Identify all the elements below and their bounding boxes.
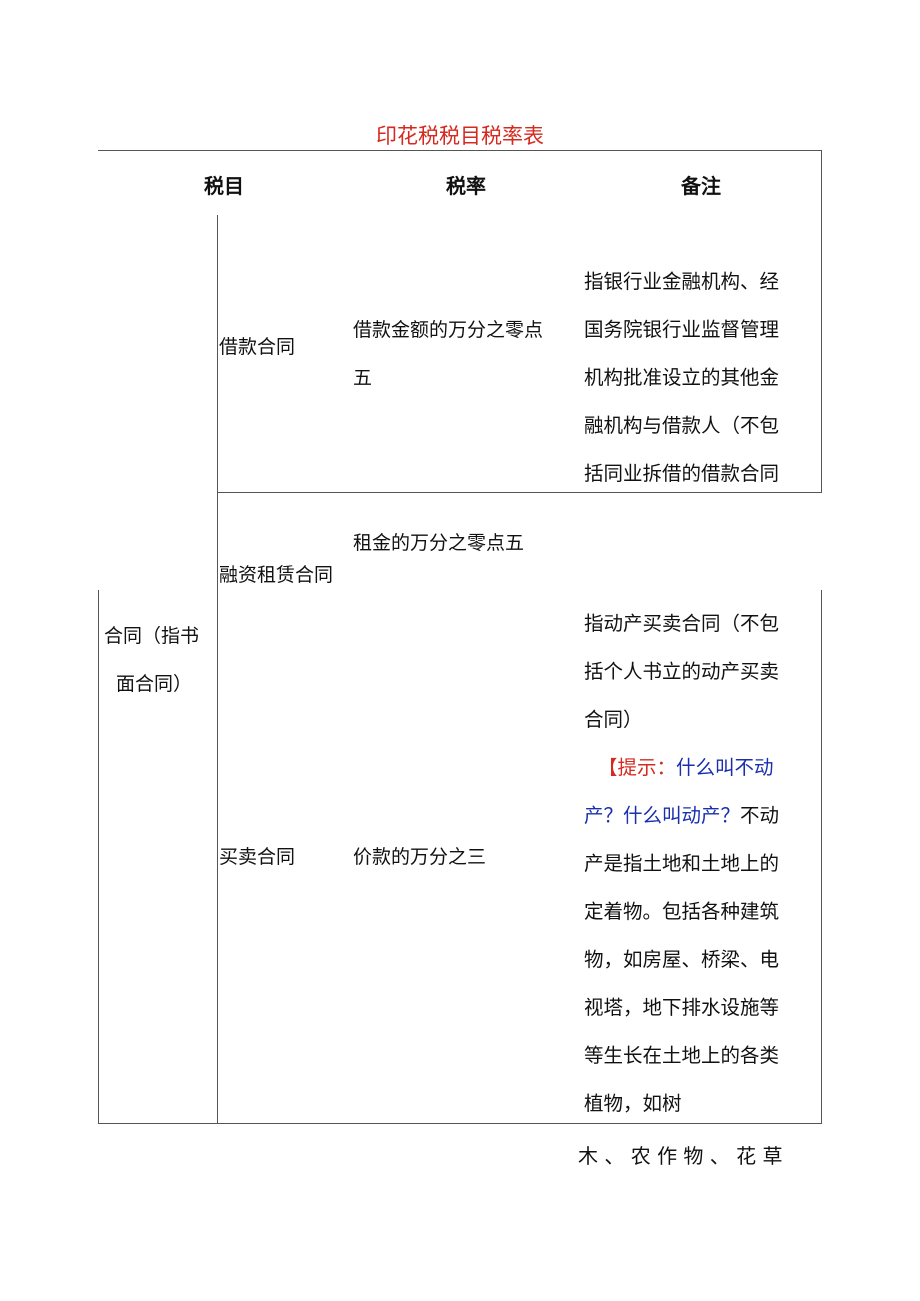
table-right-rule-top: [821, 150, 822, 493]
tip-line-2: 产？什么叫动产？不动: [584, 792, 814, 840]
overflow-remark-line: 木 、 农 作 物 、 花 草: [578, 1144, 783, 1168]
tip-label: 提示：: [617, 756, 677, 779]
header-tax-item: 税目: [204, 174, 244, 198]
remark-line: 合同）: [584, 708, 643, 731]
remark-line: 物，如房屋、桥梁、电: [584, 948, 780, 971]
tip-question-1: 什么叫不动: [676, 756, 774, 779]
remark-line: 括个人书立的动产买卖: [584, 660, 780, 683]
remark-line: 机构批准设立的其他金: [584, 366, 780, 389]
remark-line: 指银行业金融机构、经: [584, 270, 780, 293]
row-loan-rate-line-2: 五: [353, 367, 373, 389]
row1-bottom-rule: [217, 492, 822, 493]
table-top-rule: [98, 150, 822, 151]
item-column-rule: [217, 215, 218, 1124]
tip-question-2: 产？什么叫动产？: [584, 804, 741, 827]
category-line-2: 面合同）: [116, 673, 193, 695]
table-left-rule: [98, 590, 99, 1124]
row-leasing-rate: 租金的万分之零点五: [353, 532, 525, 554]
row-leasing-item: 融资租赁合同: [219, 564, 334, 586]
remark-line: 植物，如树: [584, 1092, 682, 1115]
header-remarks: 备注: [681, 174, 721, 198]
remark-line: 括同业拆借的借款合同: [584, 462, 780, 485]
tip-line-1: 【提示：什么叫不动: [584, 744, 814, 792]
remark-line: 融机构与借款人（不包: [584, 414, 780, 437]
remark-line: 等生长在土地上的各类: [584, 1044, 780, 1067]
table-bottom-rule: [98, 1123, 822, 1124]
row-loan-item: 借款合同: [219, 336, 296, 358]
remark-line: 定着物。包括各种建筑: [584, 900, 780, 923]
page-title: 印花税税目税率表: [376, 124, 544, 148]
tip-answer-start: 不动: [740, 804, 780, 827]
header-tax-rate: 税率: [446, 174, 486, 198]
row-sales-rate: 价款的万分之三: [353, 846, 487, 868]
remark-line: 视塔，地下排水设施等: [584, 996, 780, 1019]
row-loan-remarks: 指银行业金融机构、经 国务院银行业监督管理 机构批准设立的其他金 融机构与借款人…: [584, 258, 814, 498]
row-sales-item: 买卖合同: [219, 846, 296, 868]
row-sales-remarks: 指动产买卖合同（不包 括个人书立的动产买卖 合同） 【提示：什么叫不动 产？什么…: [584, 600, 814, 1128]
remark-line: 产是指土地和土地上的: [584, 852, 780, 875]
row-loan-rate-line-1: 借款金额的万分之零点: [353, 319, 544, 341]
remark-line: 指动产买卖合同（不包: [584, 612, 780, 635]
remark-line: 国务院银行业监督管理: [584, 318, 780, 341]
tip-bracket: 【: [598, 756, 618, 779]
category-line-1: 合同（指书: [104, 625, 200, 647]
table-right-rule-bottom: [821, 590, 822, 1124]
